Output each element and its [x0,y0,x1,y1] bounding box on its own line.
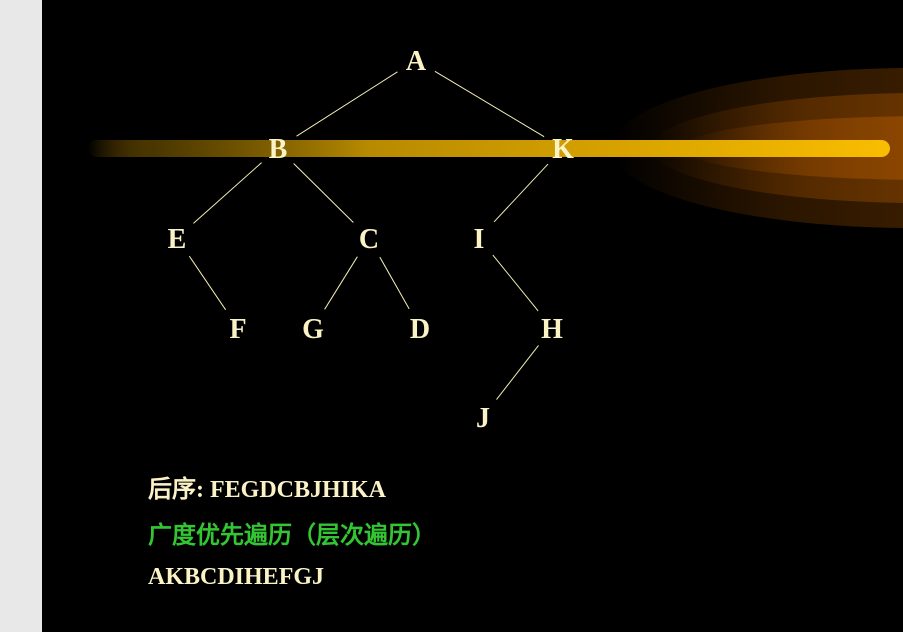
node-F: F [229,314,246,345]
tree-nodes: A B K E C I F G D H J [168,46,574,434]
node-G: G [302,314,324,345]
edge-B-E [193,162,262,224]
node-H: H [541,314,563,345]
edge-C-G [324,256,358,310]
edge-B-C [293,163,354,223]
node-I: I [474,224,485,255]
tree-edges [188,70,549,400]
edge-A-K [434,70,545,138]
node-C: C [359,224,379,255]
edge-C-D [379,256,410,310]
bfs-sequence: AKBCDIHEFGJ [148,564,325,590]
node-K: K [552,134,574,165]
node-D: D [410,314,430,345]
slide: A B K E C I F G D H J 后序: FEGDCBJHIKA 广度优先遍历（层次遍历）… [42,0,903,632]
node-A: A [406,46,427,77]
edge-I-H [492,254,539,312]
tree-diagram: A B K E C I F G D H J [88,46,903,434]
postorder-text: 后序: FEGDCBJHIKA [148,477,387,503]
edge-E-F [188,255,227,311]
node-E: E [168,224,187,255]
edge-H-J [496,345,539,400]
node-J: J [476,403,490,434]
bfs-heading: 广度优先遍历（层次遍历） [148,523,436,549]
gold-beam [88,140,890,157]
edge-K-I [493,163,549,223]
node-B: B [269,134,288,165]
edge-A-B [296,71,398,137]
